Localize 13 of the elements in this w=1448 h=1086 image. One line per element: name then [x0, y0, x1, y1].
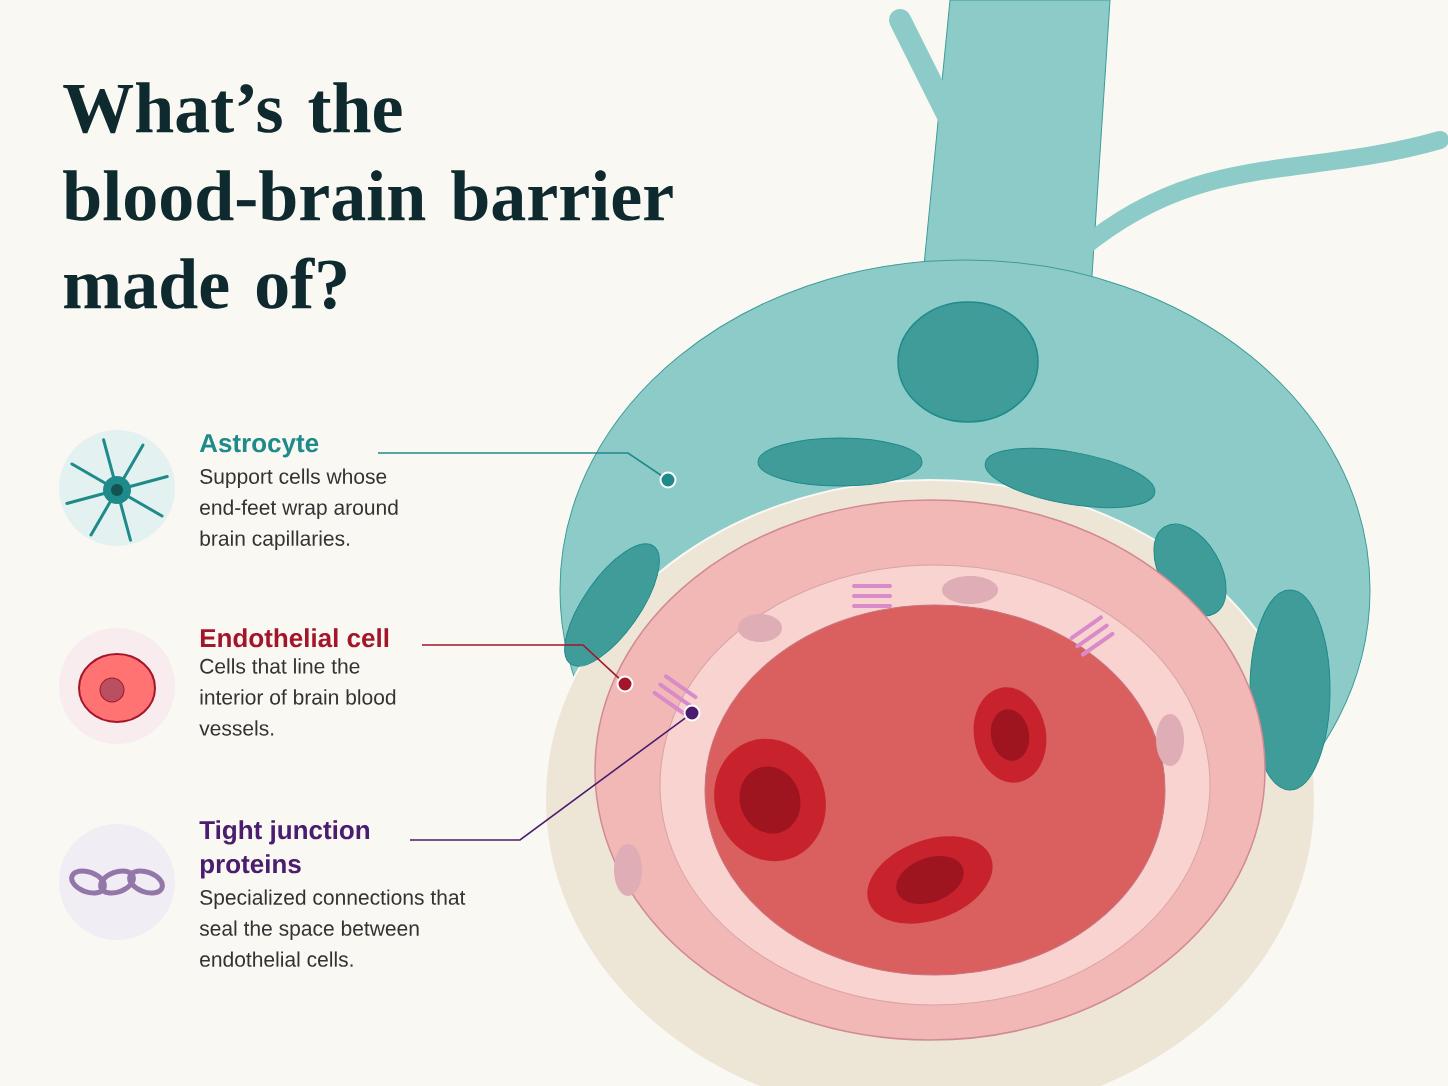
label-heading: Endothelial cell [200, 628, 389, 648]
leader-dot [616, 675, 634, 693]
description-text: Specialized connections that seal the space between endothelial cells. [199, 889, 466, 967]
label-heading: Astrocyte [199, 434, 319, 458]
leader-line [409, 717, 686, 841]
leader-dot [659, 471, 677, 489]
description-text: Cells that line the interior of brain blood vessels. [199, 658, 396, 736]
description-text: Support cells whose end-feet wrap around brain capillaries. [200, 468, 398, 551]
leader-line [421, 644, 620, 679]
label-heading: Tight junction proteins [199, 820, 370, 879]
title: What’s the blood-brain barrier made of? [63, 82, 673, 310]
leader-dot [683, 704, 701, 722]
leader-line [377, 452, 662, 477]
